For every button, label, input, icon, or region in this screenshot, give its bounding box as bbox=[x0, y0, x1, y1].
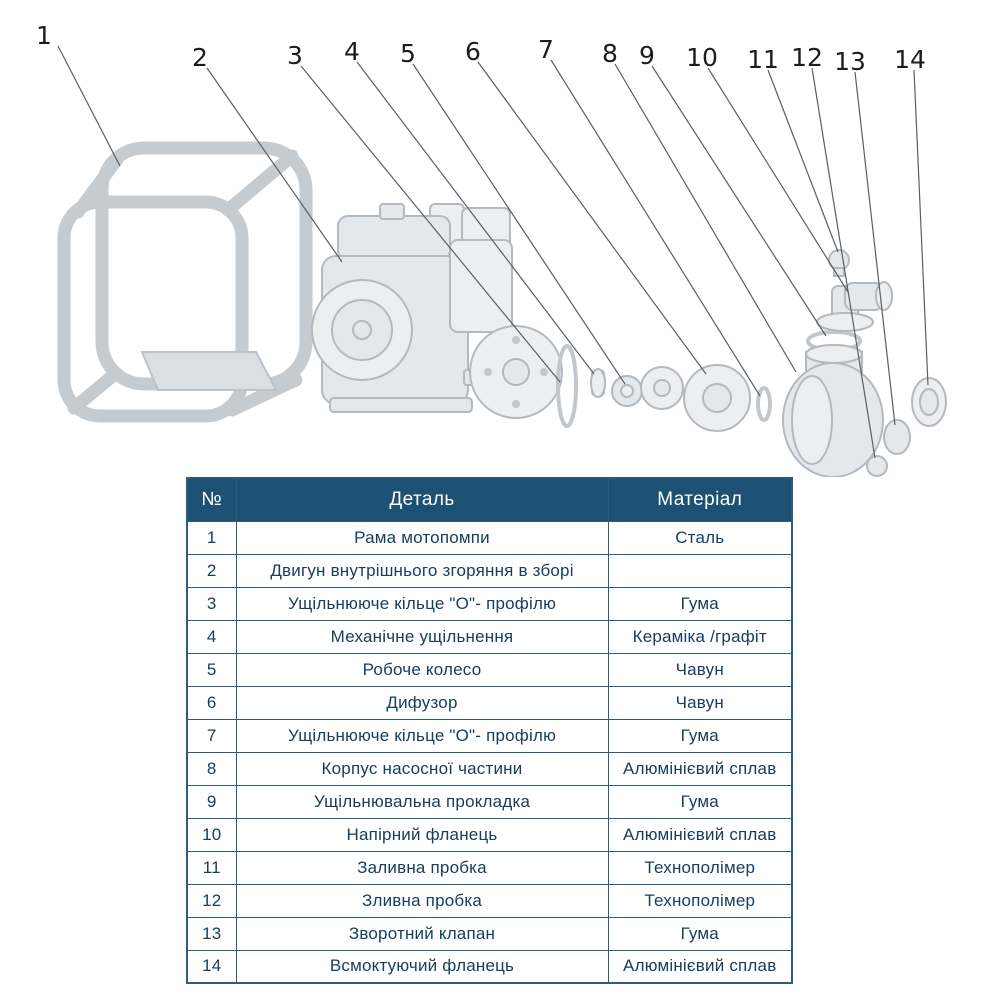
cell-num: 12 bbox=[186, 883, 237, 918]
check-valve-part bbox=[883, 419, 911, 455]
cell-num: 1 bbox=[186, 520, 237, 555]
callout-3: 3 bbox=[287, 41, 303, 70]
cell-num: 13 bbox=[186, 916, 237, 951]
callout-9: 9 bbox=[639, 41, 655, 70]
cell-num: 3 bbox=[186, 586, 237, 621]
cell-part: Двигун внутрішнього згоряння в зборі bbox=[235, 553, 609, 588]
callout-2: 2 bbox=[192, 43, 208, 72]
col-header-num: № bbox=[186, 477, 237, 522]
callout-11: 11 bbox=[747, 45, 779, 74]
cell-part: Дифузор bbox=[235, 685, 609, 720]
pump-housing-part bbox=[782, 344, 884, 477]
cell-num: 14 bbox=[186, 949, 237, 984]
callout-13: 13 bbox=[834, 47, 866, 76]
callout-10: 10 bbox=[686, 43, 718, 72]
cell-num: 6 bbox=[186, 685, 237, 720]
discharge-flange-part bbox=[816, 281, 893, 332]
cell-num: 11 bbox=[186, 850, 237, 885]
callout-12: 12 bbox=[791, 43, 823, 72]
table-row: 12 Зливна пробка Технополімер bbox=[186, 883, 793, 918]
col-header-part: Деталь bbox=[235, 477, 609, 522]
cell-material: Гума bbox=[607, 784, 793, 819]
table-row: 5 Робоче колесо Чавун bbox=[186, 652, 793, 687]
cell-num: 8 bbox=[186, 751, 237, 786]
drain-plug-part bbox=[866, 455, 888, 477]
cell-material: Чавун bbox=[607, 652, 793, 687]
cell-num: 5 bbox=[186, 652, 237, 687]
cell-material bbox=[607, 553, 793, 588]
cell-part: Корпус насосної частини bbox=[235, 751, 609, 786]
cell-part: Рама мотопомпи bbox=[235, 520, 609, 555]
callout-7: 7 bbox=[538, 35, 554, 64]
callout-6: 6 bbox=[465, 37, 481, 66]
table-row: 14 Всмоктуючий фланець Алюмінієвий сплав bbox=[186, 949, 793, 984]
cell-material: Гума bbox=[607, 586, 793, 621]
cell-material: Алюмінієвий сплав bbox=[607, 817, 793, 852]
impeller-part bbox=[611, 375, 643, 407]
cell-part: Ущільнювальна прокладка bbox=[235, 784, 609, 819]
table-row: 6 Дифузор Чавун bbox=[186, 685, 793, 720]
cell-material: Чавун bbox=[607, 685, 793, 720]
callout-5: 5 bbox=[400, 39, 416, 68]
cell-num: 2 bbox=[186, 553, 237, 588]
frame-base-plate bbox=[140, 351, 278, 391]
cell-part: Заливна пробка bbox=[235, 850, 609, 885]
cell-material: Гума bbox=[607, 718, 793, 753]
table-row: 2 Двигун внутрішнього згоряння в зборі bbox=[186, 553, 793, 588]
table-row: 3 Ущільнююче кільце "О"- профілю Гума bbox=[186, 586, 793, 621]
callout-14: 14 bbox=[894, 45, 926, 74]
o-ring-small-part bbox=[756, 386, 772, 422]
table-row: 10 Напірний фланець Алюмінієвий сплав bbox=[186, 817, 793, 852]
suction-flange-part bbox=[911, 377, 947, 427]
cell-material: Алюмінієвий сплав bbox=[607, 751, 793, 786]
cell-part: Робоче колесо bbox=[235, 652, 609, 687]
parts-table-body: 1 Рама мотопомпи Сталь 2 Двигун внутрішн… bbox=[186, 520, 793, 984]
mechanical-seal-part bbox=[590, 368, 606, 398]
cell-part: Механічне ущільнення bbox=[235, 619, 609, 654]
table-row: 8 Корпус насосної частини Алюмінієвий сп… bbox=[186, 751, 793, 786]
callout-numbers: 1 2 3 4 5 6 7 8 9 10 11 12 13 14 bbox=[36, 21, 926, 76]
table-row: 11 Заливна пробка Технополімер bbox=[186, 850, 793, 885]
table-row: 1 Рама мотопомпи Сталь bbox=[186, 520, 793, 555]
fill-plug-part bbox=[828, 249, 850, 277]
cell-part: Зворотний клапан bbox=[235, 916, 609, 951]
cell-num: 7 bbox=[186, 718, 237, 753]
cell-material: Технополімер bbox=[607, 850, 793, 885]
cell-material: Алюмінієвий сплав bbox=[607, 949, 793, 984]
cell-material: Технополімер bbox=[607, 883, 793, 918]
table-row: 7 Ущільнююче кільце "О"- профілю Гума bbox=[186, 718, 793, 753]
cell-material: Гума bbox=[607, 916, 793, 951]
cell-num: 9 bbox=[186, 784, 237, 819]
cell-part: Ущільнююче кільце "О"- профілю bbox=[235, 718, 609, 753]
o-ring-large-part bbox=[556, 344, 578, 428]
diffuser-part bbox=[640, 364, 751, 432]
cell-num: 10 bbox=[186, 817, 237, 852]
table-row: 13 Зворотний клапан Гума bbox=[186, 916, 793, 951]
cell-part: Ущільнююче кільце "О"- профілю bbox=[235, 586, 609, 621]
parts-table: № Деталь Матеріал 1 Рама мотопомпи Сталь… bbox=[186, 477, 793, 984]
cell-material: Сталь bbox=[607, 520, 793, 555]
callout-4: 4 bbox=[344, 37, 360, 66]
callout-8: 8 bbox=[602, 39, 618, 68]
callout-1: 1 bbox=[36, 21, 52, 50]
engine-part bbox=[311, 203, 563, 419]
table-row: 9 Ущільнювальна прокладка Гума bbox=[186, 784, 793, 819]
frame-part bbox=[57, 141, 313, 423]
cell-part: Всмоктуючий фланець bbox=[235, 949, 609, 984]
parts-table-header: № Деталь Матеріал bbox=[186, 477, 793, 522]
col-header-material: Матеріал bbox=[607, 477, 793, 522]
exploded-diagram: 1 2 3 4 5 6 7 8 9 10 11 12 13 14 bbox=[36, 21, 947, 477]
cell-num: 4 bbox=[186, 619, 237, 654]
table-row: 4 Механічне ущільнення Кераміка /графіт bbox=[186, 619, 793, 654]
leader-lines bbox=[57, 45, 929, 459]
cell-part: Напірний фланець bbox=[235, 817, 609, 852]
cell-material: Кераміка /графіт bbox=[607, 619, 793, 654]
cell-part: Зливна пробка bbox=[235, 883, 609, 918]
